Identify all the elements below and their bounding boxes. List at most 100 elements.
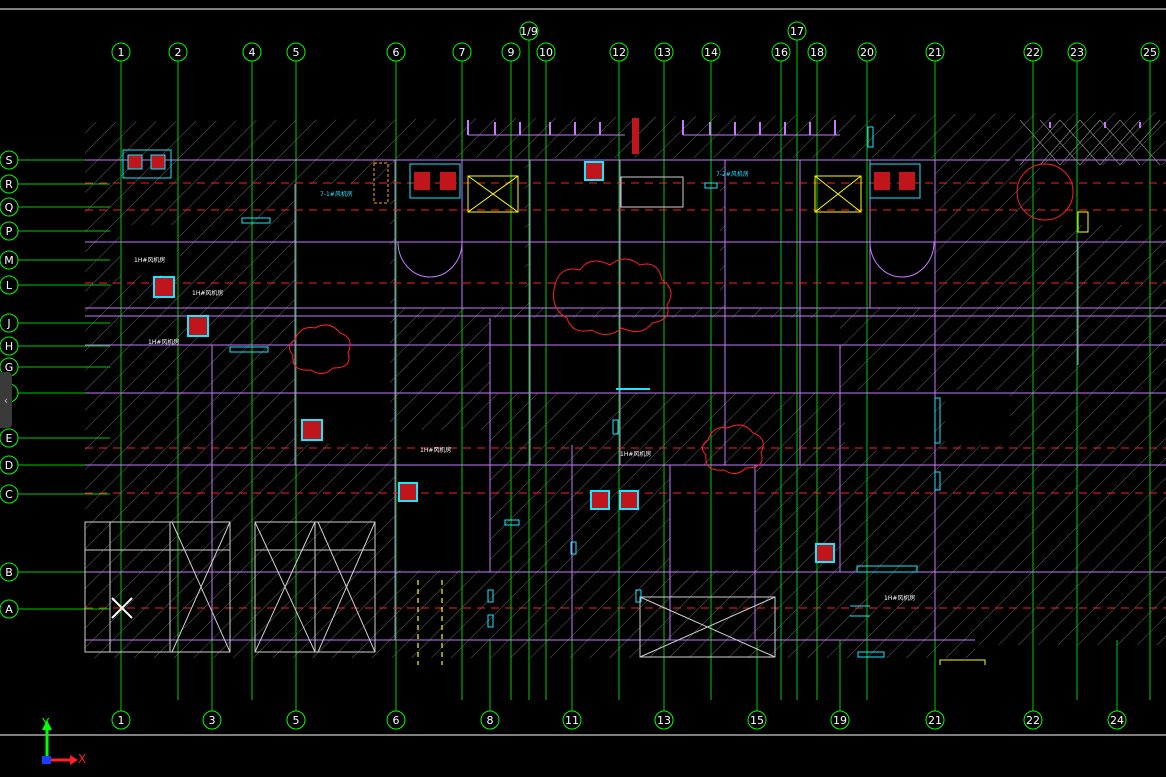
stair-blocks <box>84 176 776 658</box>
svg-text:M: M <box>4 254 14 267</box>
axis-bubble-row-E: E <box>0 428 19 448</box>
axis-bubble-bottom-19: 19 <box>830 710 850 730</box>
svg-text:B: B <box>5 566 13 579</box>
axis-bubble-bottom-11: 11 <box>562 710 582 730</box>
room-labels: 7-1#风机房 7-2#风机房 1H#风机房 1H#风机房 1H#风机房 1H#… <box>134 170 915 602</box>
hatched-floor-area <box>85 112 1166 658</box>
axis-bubble-top-20: 20 <box>857 42 877 62</box>
axis-bubble-row-J: J <box>0 313 19 333</box>
pipe-header-lines <box>468 134 1166 161</box>
axis-bubble-bottom-21: 21 <box>925 710 945 730</box>
axis-bubble-row-B: B <box>0 562 19 582</box>
svg-text:S: S <box>6 154 13 167</box>
chevron-left-icon: ‹ <box>3 393 9 407</box>
ucs-arrows <box>42 720 78 765</box>
svg-text:6: 6 <box>393 46 400 59</box>
svg-text:P: P <box>6 225 13 238</box>
room-label-1h-f: 1H#风机房 <box>420 446 451 454</box>
axis-bubble-bottom-6: 6 <box>386 710 406 730</box>
axis-bubble-top-7: 7 <box>452 42 472 62</box>
axis-bubble-bottom-1: 1 <box>111 710 131 730</box>
fan-units <box>122 149 921 563</box>
svg-text:7: 7 <box>459 46 466 59</box>
svg-text:4: 4 <box>249 46 256 59</box>
svg-text:D: D <box>5 459 13 472</box>
ucs-axis-icon: Y X <box>38 716 98 772</box>
axis-bubble-bottom-15: 15 <box>747 710 767 730</box>
axis-bubble-top-17: 17 <box>787 21 807 41</box>
crosshatch-area <box>1019 119 1161 166</box>
svg-text:18: 18 <box>810 46 824 59</box>
axis-bubble-top-22: 22 <box>1023 42 1043 62</box>
axis-bubble-top-14: 14 <box>701 42 721 62</box>
svg-text:21: 21 <box>928 46 942 59</box>
svg-text:C: C <box>5 488 13 501</box>
svg-text:10: 10 <box>539 46 553 59</box>
svg-text:13: 13 <box>657 714 671 727</box>
axis-bubble-top-5: 5 <box>286 42 306 62</box>
axis-bubble-bottom-5: 5 <box>286 710 306 730</box>
axis-bubble-row-D: D <box>0 455 19 475</box>
svg-text:16: 16 <box>774 46 788 59</box>
axis-bubble-top-25: 25 <box>1140 42 1160 62</box>
svg-text:5: 5 <box>293 46 300 59</box>
svg-text:24: 24 <box>1110 714 1124 727</box>
svg-text:A: A <box>5 603 13 616</box>
red-dashed-lines <box>85 182 1166 609</box>
svg-text:21: 21 <box>928 714 942 727</box>
vertical-grid-lines <box>120 40 1151 711</box>
axis-bubble-top-12: 12 <box>609 42 629 62</box>
door-arcs <box>397 241 935 278</box>
ucs-y-label: Y <box>42 716 50 730</box>
room-label-7-2: 7-2#风机房 <box>716 170 749 178</box>
axis-bubble-row-C: C <box>0 484 19 504</box>
axis-bubble-bottom-24: 24 <box>1107 710 1127 730</box>
svg-text:15: 15 <box>750 714 764 727</box>
room-label-1h-c: 1H#风机房 <box>148 338 179 346</box>
svg-text:19: 19 <box>833 714 847 727</box>
svg-text:5: 5 <box>293 714 300 727</box>
svg-text:1: 1 <box>118 714 125 727</box>
axis-bubble-bottom-8: 8 <box>480 710 500 730</box>
axis-bubble-row-R: R <box>0 174 19 194</box>
svg-text:17: 17 <box>790 25 804 38</box>
svg-text:11: 11 <box>565 714 579 727</box>
svg-text:14: 14 <box>704 46 718 59</box>
axis-bubble-top-9: 9 <box>501 42 521 62</box>
axis-bubble-row-S: S <box>0 150 19 170</box>
ucs-x-label: X <box>78 752 87 766</box>
collapse-panel-tab[interactable]: ‹ <box>0 372 12 428</box>
svg-text:22: 22 <box>1026 46 1040 59</box>
axis-bubble-top-1-9: 1/9 <box>519 21 539 41</box>
pipe-ticks <box>467 120 1141 135</box>
svg-text:R: R <box>5 178 13 191</box>
axis-bubble-row-Q: Q <box>0 197 19 217</box>
axis-bubble-top-10: 10 <box>536 42 556 62</box>
svg-text:22: 22 <box>1026 714 1040 727</box>
svg-text:1/9: 1/9 <box>520 25 538 38</box>
svg-text:1: 1 <box>118 46 125 59</box>
axis-bubble-top-23: 23 <box>1067 42 1087 62</box>
room-label-7-1: 7-1#风机房 <box>320 190 353 198</box>
room-label-1h-e: 1H#风机房 <box>884 594 915 602</box>
axis-bubble-top-1: 1 <box>111 42 131 62</box>
axis-bubble-top-16: 16 <box>771 42 791 62</box>
wall-lines <box>85 159 1166 641</box>
svg-text:Q: Q <box>5 201 14 214</box>
svg-text:3: 3 <box>209 714 216 727</box>
axis-bubble-bottom-13: 13 <box>654 710 674 730</box>
axis-bubble-top-13: 13 <box>654 42 674 62</box>
axis-bubble-row-A: A <box>0 599 19 619</box>
x-marker <box>111 597 133 619</box>
axis-bubble-top-21: 21 <box>925 42 945 62</box>
svg-text:L: L <box>6 279 13 292</box>
svg-text:13: 13 <box>657 46 671 59</box>
yellow-mark <box>373 162 1089 665</box>
svg-text:2: 2 <box>175 46 182 59</box>
svg-text:20: 20 <box>860 46 874 59</box>
riser-red <box>632 118 639 154</box>
revision-clouds <box>289 163 1074 474</box>
